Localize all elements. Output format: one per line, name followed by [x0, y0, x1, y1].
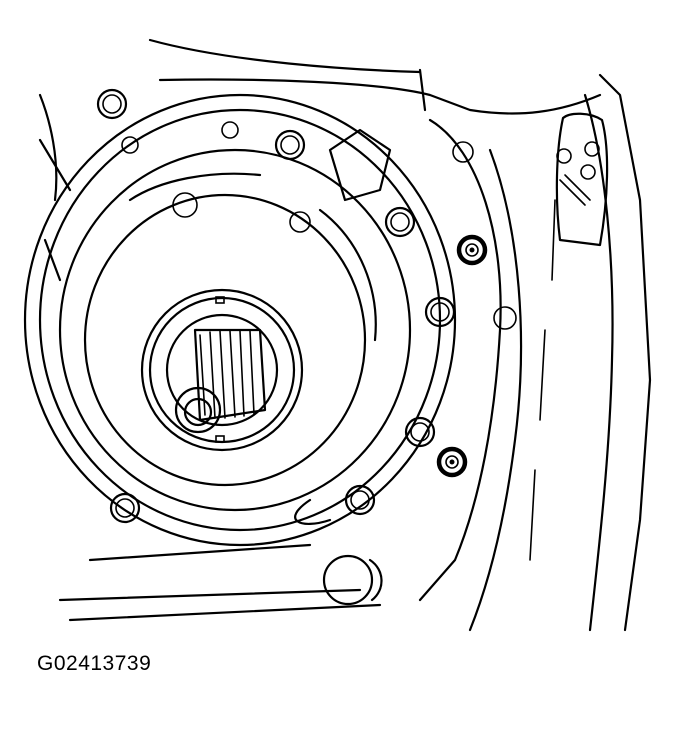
- figure-caption: G02413739: [37, 652, 152, 675]
- bolt-icon: [424, 296, 456, 328]
- dowel-plug: [322, 554, 383, 606]
- bolts: [96, 88, 488, 524]
- oil-pump-illustration: [23, 38, 652, 632]
- bolt-icon: [96, 88, 128, 120]
- highlighted-bolt-icon: [456, 234, 488, 266]
- bolt-icon: [384, 206, 416, 238]
- pump-body: [23, 93, 517, 547]
- input-shaft-gear: [140, 288, 304, 452]
- bolt-icon: [109, 492, 141, 524]
- transmission-case-outline: [38, 38, 652, 632]
- bolt-icon: [344, 484, 376, 516]
- bolt-icon: [404, 416, 436, 448]
- bolt-icon: [274, 129, 306, 161]
- side-cover-plate: [555, 112, 609, 247]
- highlighted-bolt-icon: [436, 446, 468, 478]
